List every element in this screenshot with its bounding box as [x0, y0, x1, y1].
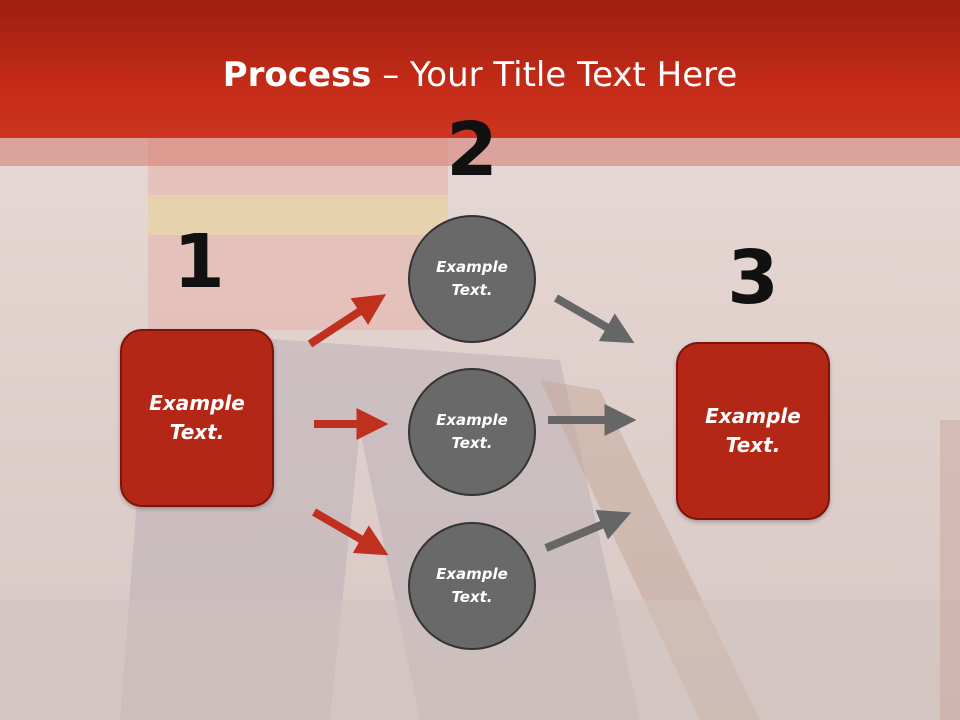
arrow-gray-down — [554, 294, 635, 344]
page-title: Process – Your Title Text Here — [0, 52, 960, 98]
step-number-2: 2 — [446, 107, 498, 193]
reflective-stripe — [148, 195, 448, 235]
left-step-text: Example Text. — [149, 391, 245, 444]
arrow-gray-up — [544, 510, 632, 552]
circle-top[interactable]: Example Text. — [408, 215, 536, 343]
header-band — [0, 138, 960, 166]
step-number-1: 1 — [173, 219, 225, 305]
circle-middle-text: Example Text. — [436, 411, 508, 452]
title-header — [0, 0, 960, 138]
edge-shape — [940, 420, 960, 720]
circle-bottom[interactable]: Example Text. — [408, 522, 536, 650]
right-step-box[interactable]: Example Text. — [676, 342, 830, 520]
arrow-red-down — [311, 508, 389, 556]
circle-top-text: Example Text. — [436, 258, 508, 299]
right-step-text: Example Text. — [705, 404, 801, 457]
arrow-red-up — [307, 294, 387, 348]
circle-bottom-text: Example Text. — [436, 565, 508, 606]
left-step-box[interactable]: Example Text. — [120, 329, 274, 507]
circle-middle[interactable]: Example Text. — [408, 368, 536, 496]
title-rest: – Your Title Text Here — [371, 55, 738, 95]
title-bold: Process — [222, 55, 372, 95]
step-number-3: 3 — [727, 235, 779, 321]
